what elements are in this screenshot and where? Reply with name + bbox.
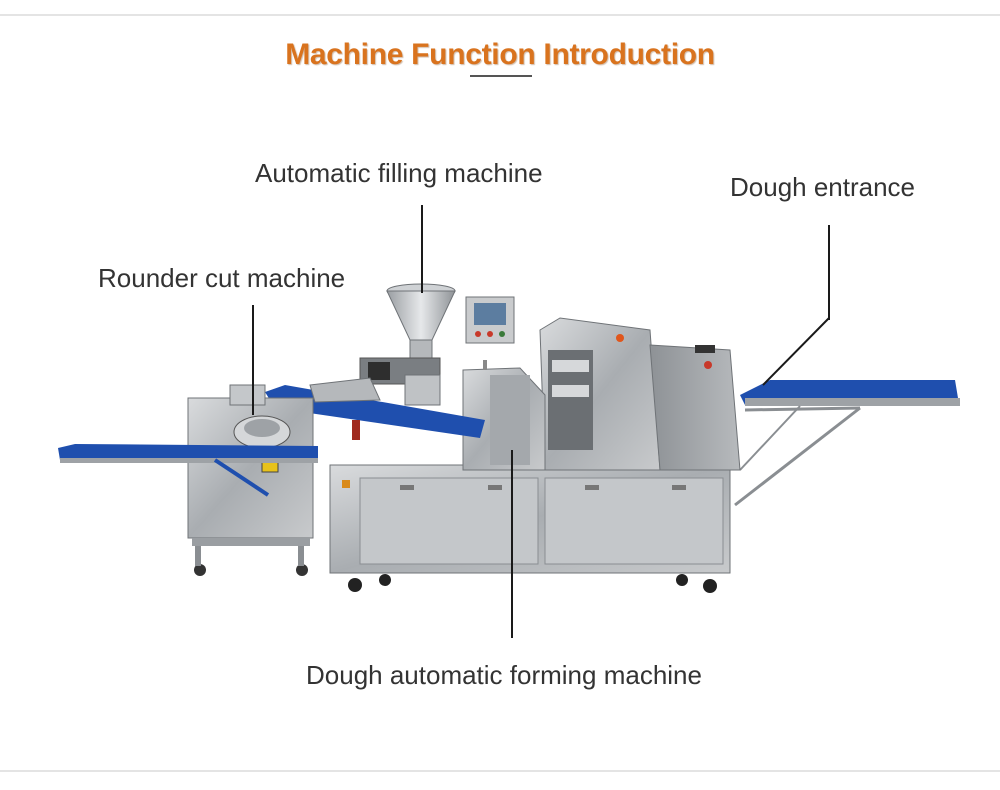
label-dough-entrance: Dough entrance bbox=[730, 172, 916, 202]
output-conveyor bbox=[58, 444, 318, 497]
page-title: Machine Function Introduction bbox=[285, 38, 715, 71]
bottom-border bbox=[0, 770, 1000, 772]
forming-machine-base bbox=[329, 464, 731, 593]
sheeter-housing bbox=[539, 317, 741, 471]
emergency-stop bbox=[352, 420, 360, 440]
label-forming-machine: Dough automatic forming machine bbox=[306, 660, 702, 690]
top-border bbox=[0, 14, 1000, 16]
forming-leader-line bbox=[511, 450, 513, 638]
entrance-conveyor bbox=[734, 380, 960, 507]
indicator-light bbox=[342, 480, 350, 488]
forming-box bbox=[462, 367, 546, 471]
label-filling-machine: Automatic filling machine bbox=[255, 158, 543, 188]
entrance-leader-vertical bbox=[828, 225, 830, 320]
label-rounder-machine: Rounder cut machine bbox=[98, 263, 346, 293]
filling-leader-line bbox=[421, 205, 423, 293]
title-underline bbox=[470, 75, 532, 77]
rounder-machine bbox=[187, 384, 314, 576]
control-panel bbox=[465, 296, 515, 370]
transfer-conveyor bbox=[265, 377, 485, 438]
rounder-leader-line bbox=[252, 305, 254, 415]
filling-hopper bbox=[359, 283, 456, 406]
